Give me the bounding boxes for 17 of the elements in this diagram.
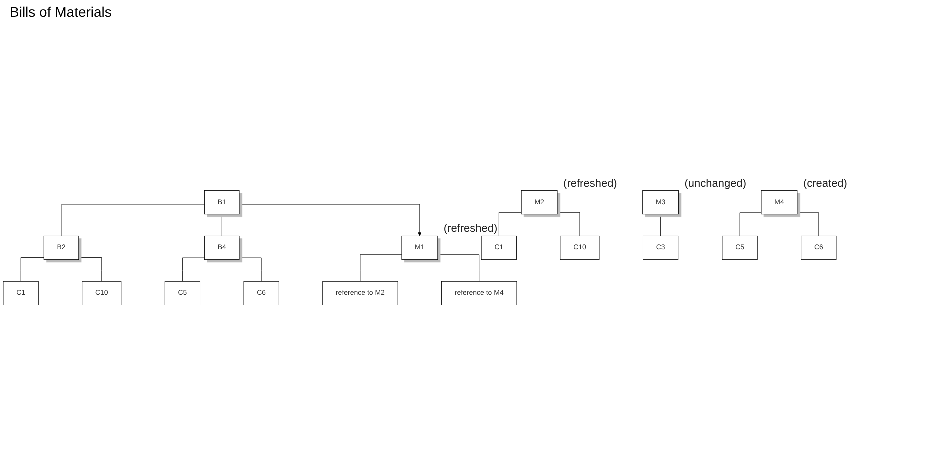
heading-label: Bills of Materials (10, 4, 112, 20)
connector (557, 212, 580, 236)
status-note: (refreshed) (444, 223, 498, 236)
status-note: (created) (803, 178, 848, 190)
connector (498, 212, 522, 236)
connector (660, 214, 662, 236)
status-note: (unchanged) (684, 178, 747, 190)
connector (239, 258, 262, 282)
connector (360, 254, 402, 282)
status-note: (refreshed) (564, 178, 618, 190)
connector (740, 212, 762, 236)
connector (78, 258, 102, 282)
connector (182, 258, 205, 282)
connector (20, 258, 44, 282)
connector (61, 204, 205, 236)
connector (797, 212, 820, 236)
connector (438, 254, 480, 282)
